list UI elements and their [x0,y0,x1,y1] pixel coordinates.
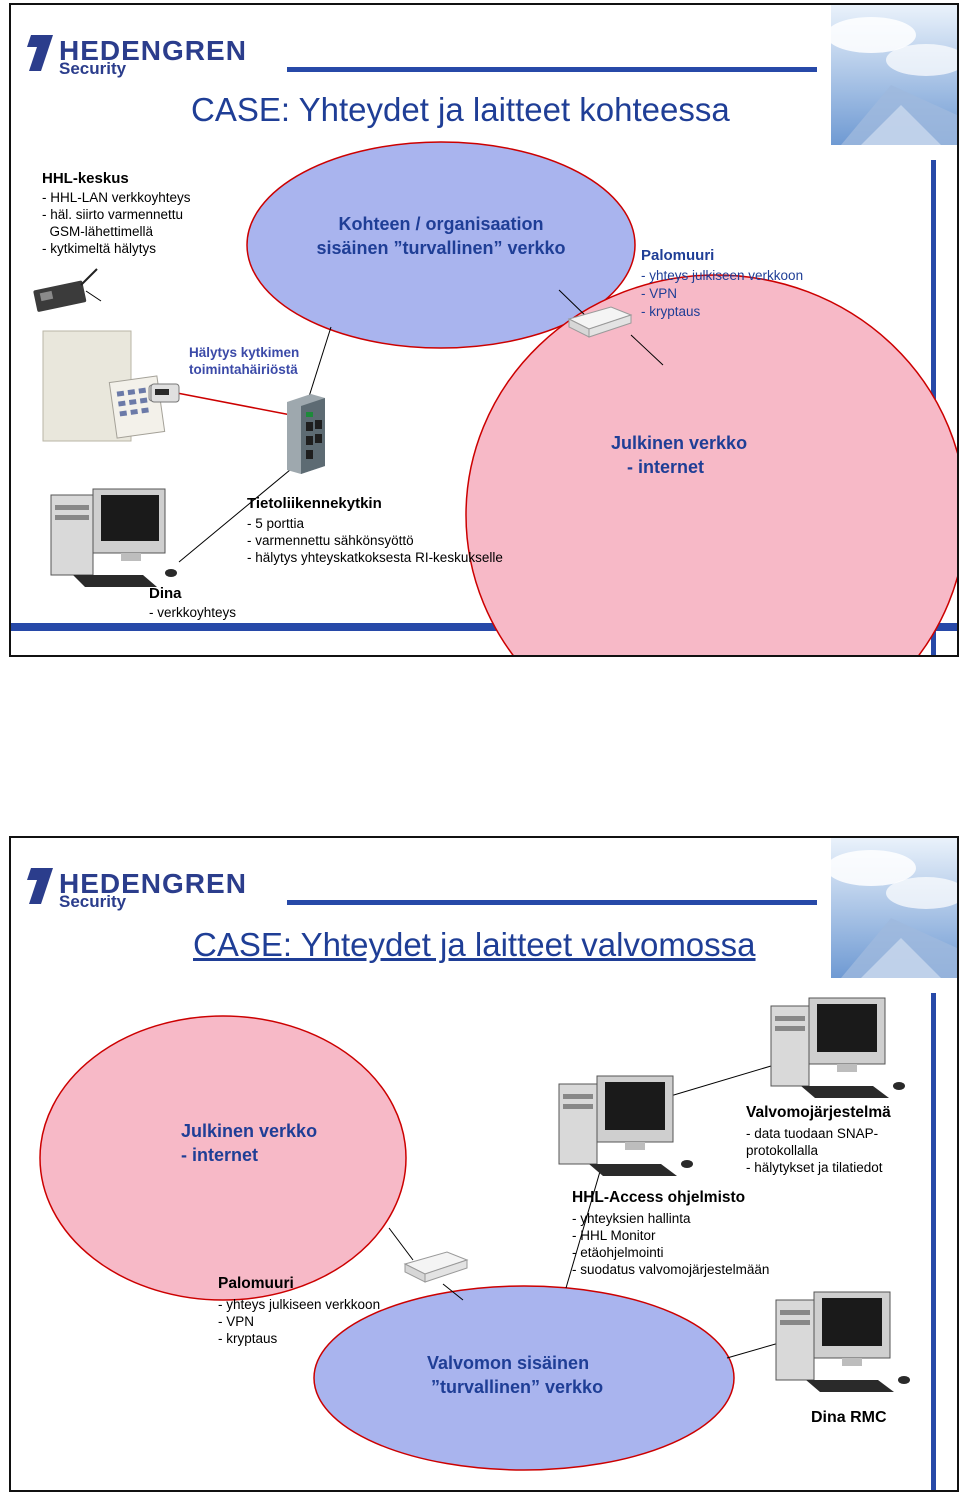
gsm-transmitter-icon [33,268,98,312]
hhl-access-heading: HHL-Access ohjelmisto [572,1189,746,1206]
right-accent-bar [931,993,936,1490]
hhl-keskus-heading: HHL-keskus [42,170,129,187]
hhl-access-line-2: - HHL Monitor [572,1228,656,1243]
dina-heading: Dina [149,585,182,602]
hhl-keskus-line-2: - häl. siirto varmennettu [42,207,184,222]
internal-network-ellipse [313,1285,735,1471]
sky-photo-image [826,5,957,145]
logo-subtitle: Security [59,59,127,78]
card-reader-icon [150,383,180,403]
monitoring-system-line-2: protokollalla [746,1143,819,1158]
internal-network-label: Kohteen / organisaation sisäinen ”turval… [316,214,566,258]
switch-alarm-line-2: toimintahäiriöstä [189,362,298,377]
monitoring-system-heading: Valvomojärjestelmä [746,1104,891,1121]
bottom-accent-bar [11,623,957,631]
network-diagram [39,1015,780,1471]
firewall-line-1: - yhteys julkiseen verkkoon [641,268,804,283]
connector-internet-firewall [388,1227,414,1261]
internal-network-ellipse [246,141,636,349]
switch-line-1: - 5 porttia [247,516,305,531]
slide-title: CASE: Yhteydet ja laitteet valvomossa [193,926,756,963]
connector-network-dina-rmc [726,1342,780,1359]
connector-pc-switch [178,464,297,563]
logo-name: HEDENGREN [59,868,247,899]
connector-network-switch [306,326,332,404]
firewall-line-1: - yhteys julkiseen verkkoon [218,1297,381,1312]
connector-alarm-panel-switch [176,392,292,416]
logo-subtitle: Security [59,892,127,911]
dina-rmc-computer-icon [775,1291,910,1392]
connector-gsm-network [85,290,102,302]
connector-hhl-access-monitoring [656,1065,772,1101]
firewall-heading: Palomuuri [641,247,715,264]
internal-network-label: Valvomon sisäinen ”turvallinen” verkko [427,1353,604,1397]
hhl-keskus-line-1: - HHL-LAN verkkoyhteys [42,190,191,205]
connector-network-hhl-access [565,1167,602,1289]
public-network-ellipse [465,274,957,655]
slide-control-room-connections: HEDENGREN Security CASE: Yhteydet ja lai… [9,836,959,1492]
public-network-label: Julkinen verkko - internet [181,1121,318,1165]
switch-line-2: - varmennettu sähkönsyöttö [247,533,414,548]
dina-line-1: - verkkoyhteys [149,605,237,620]
firewall-router-icon [403,1251,469,1283]
firewall-router-icon [567,306,633,338]
firewall-line-2: - VPN [218,1314,255,1329]
connector-firewall-network [442,1283,464,1301]
slide-title: CASE: Yhteydet ja laitteet kohteessa [191,91,730,128]
firewall-line-2: - VPN [641,286,678,301]
header-rule [287,67,817,72]
public-network-ellipse [39,1015,407,1301]
hhl-keskus-line-4: - kytkimeltä hälytys [42,241,157,256]
logo-name: HEDENGREN [59,35,247,66]
monitoring-system-line-3: - hälytykset ja tilatiedot [746,1160,883,1175]
firewall-line-3: - kryptaus [641,304,701,319]
hhl-access-line-1: - yhteyksien hallinta [572,1211,691,1226]
hhl-access-line-3: - etäohjelmointi [572,1245,664,1260]
header-rule [287,900,817,905]
connector-firewall-internet [630,334,664,366]
logo-mark-icon [27,868,53,904]
public-network-label: Julkinen verkko - internet [611,433,748,477]
sky-photo-image [826,838,957,978]
network-diagram [85,141,957,655]
hhl-access-computer-icon [558,1075,693,1176]
switch-alarm-line-1: Hälytys kytkimen [189,345,300,360]
hhl-access-line-4: - suodatus valvomojärjestelmään [572,1262,770,1277]
dina-computer-icon [50,488,177,587]
hhl-keskus-line-3: GSM-lähettimellä [42,224,154,239]
dina-rmc-label: Dina RMC [811,1409,887,1426]
logo-mark-icon [27,35,53,71]
monitoring-system-line-1: - data tuodaan SNAP- [746,1126,879,1141]
network-switch-icon [287,394,325,474]
switch-heading: Tietoliikennekytkin [247,495,382,512]
monitoring-system-computer-icon [770,997,905,1098]
switch-line-3: - hälytys yhteyskatkoksesta RI-keskuksel… [247,550,503,565]
firewall-heading: Palomuuri [218,1275,294,1292]
firewall-line-3: - kryptaus [218,1331,278,1346]
slide-site-connections: HEDENGREN Security CASE: Yhteydet ja lai… [9,3,959,657]
